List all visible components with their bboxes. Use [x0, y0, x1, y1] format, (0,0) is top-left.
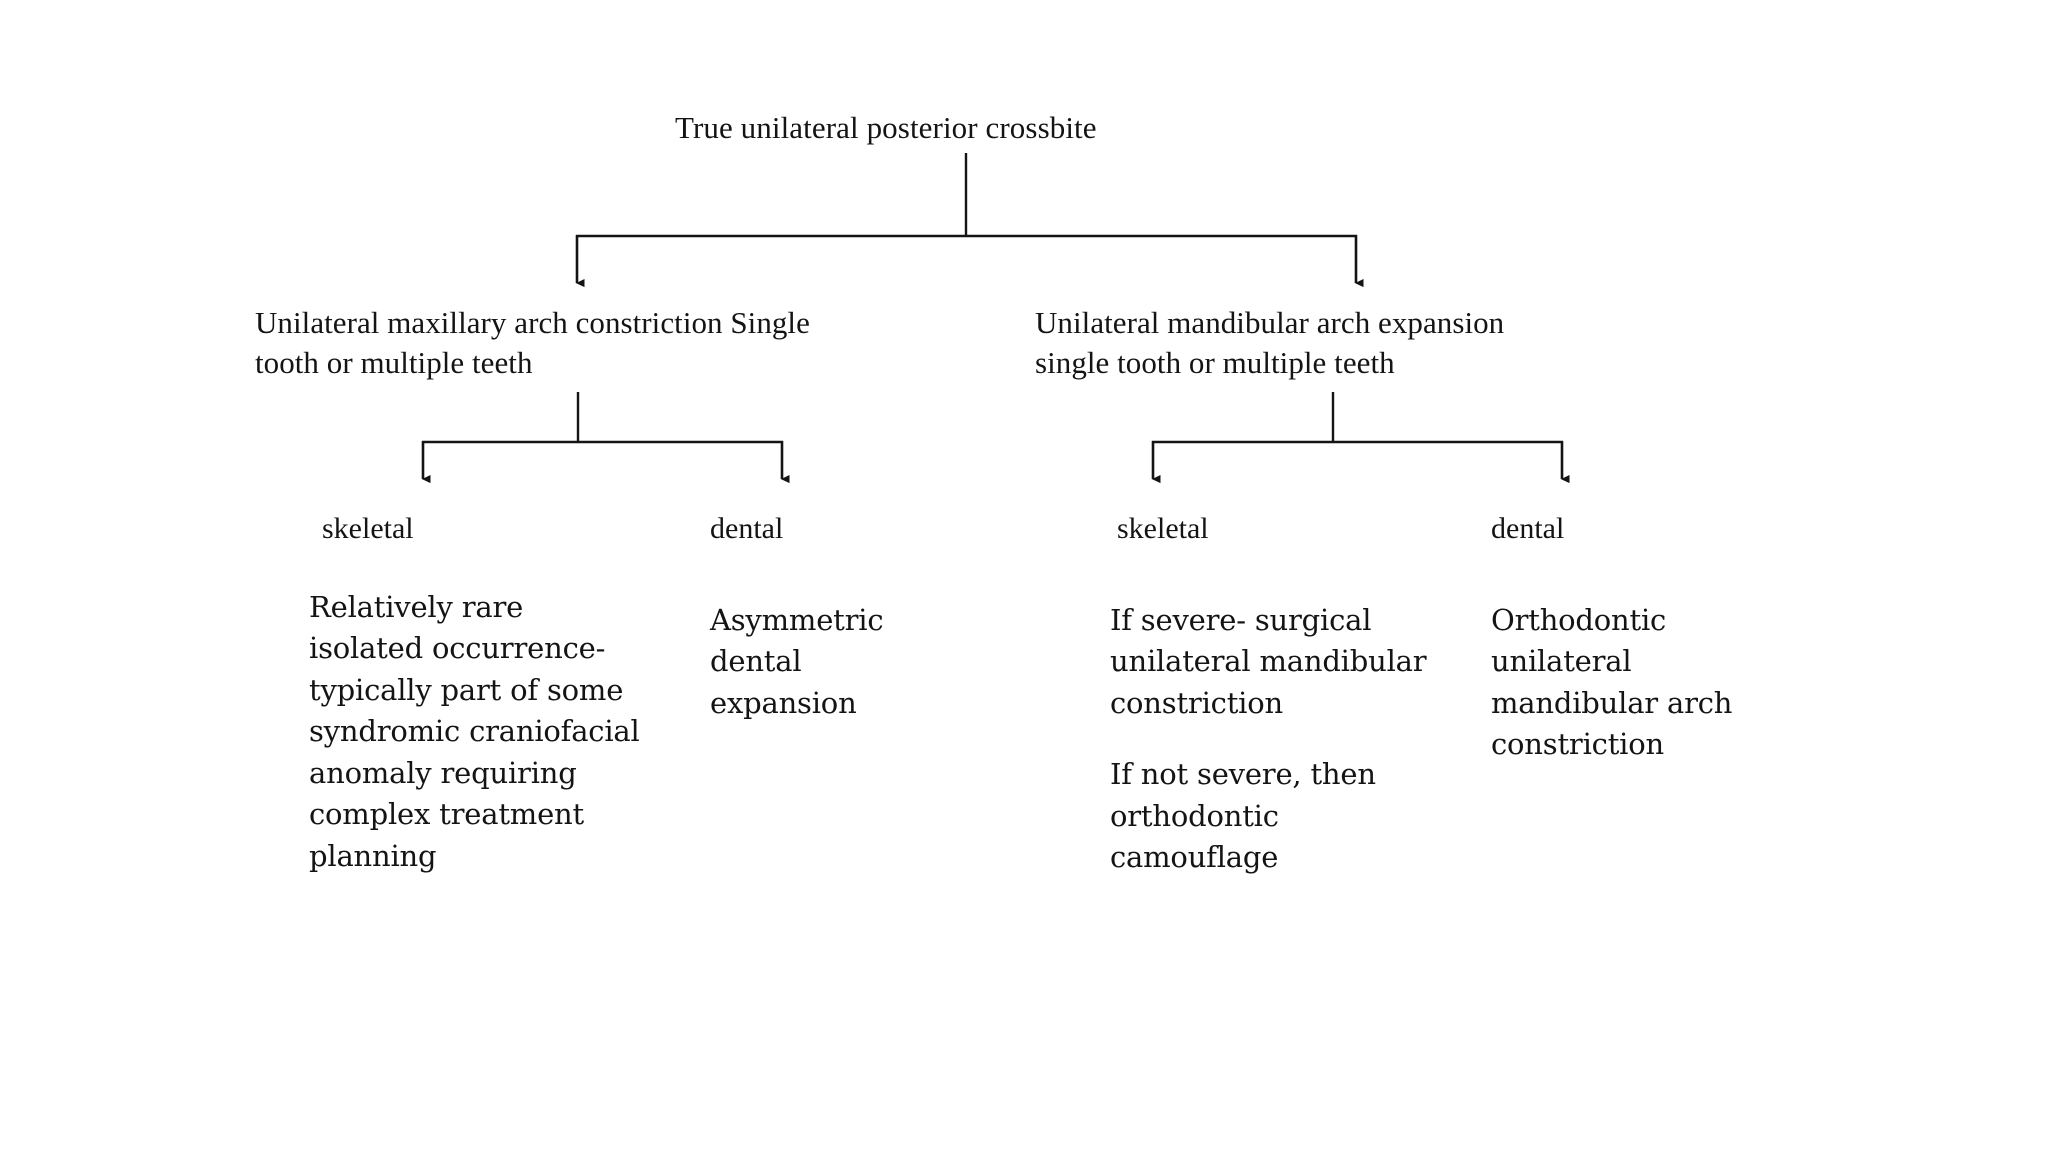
node-category-mandibular-dental-label: dental: [1491, 512, 1565, 545]
node-branch-maxillary-line-2: tooth or multiple teeth: [255, 345, 533, 381]
node-branch-maxillary-line-1: Unilateral maxillary arch constriction S…: [255, 305, 810, 340]
leaf-detail-mandibular-dental-text: Orthodontic unilateral mandibular arch c…: [1491, 603, 1733, 762]
node-branch-mandibular-line-2: single tooth or multiple teeth: [1035, 345, 1395, 381]
node-branch-mandibular-line-1: Unilateral mandibular arch expansion: [1035, 305, 1505, 340]
leaf-detail-mandibular-skeletal-text: If severe- surgical unilateral mandibula…: [1110, 603, 1427, 720]
node-branch-mandibular: Unilateral mandibular arch expansion sin…: [1035, 303, 1655, 384]
leaf-detail-mandibular-skeletal: If severe- surgical unilateral mandibula…: [1110, 600, 1430, 879]
node-category-mandibular-skeletal: skeletal: [1117, 510, 1209, 548]
node-category-mandibular-dental: dental: [1491, 510, 1564, 548]
node-category-maxillary-skeletal: skeletal: [322, 510, 414, 548]
leaf-detail-maxillary-dental-text: Asymmetric dental expansion: [710, 603, 884, 720]
node-category-maxillary-skeletal-label: skeletal: [322, 512, 414, 545]
leaf-detail-maxillary-skeletal-text: Relatively rare isolated occurrence-typi…: [309, 590, 640, 873]
leaf-detail-mandibular-dental: Orthodontic unilateral mandibular arch c…: [1491, 600, 1776, 766]
node-root-label: True unilateral posterior crossbite: [675, 110, 1097, 145]
leaf-detail-mandibular-skeletal-text-secondary: If not severe, then orthodontic camoufla…: [1110, 757, 1376, 875]
node-branch-maxillary: Unilateral maxillary arch constriction S…: [255, 303, 985, 384]
leaf-detail-maxillary-dental: Asymmetric dental expansion: [710, 600, 925, 724]
node-root-true-unilateral-posterior-crossbite: True unilateral posterior crossbite: [675, 108, 1097, 148]
leaf-detail-maxillary-skeletal: Relatively rare isolated occurrence-typi…: [309, 587, 644, 877]
node-category-maxillary-dental: dental: [710, 510, 783, 548]
node-category-mandibular-skeletal-label: skeletal: [1117, 512, 1209, 545]
node-category-maxillary-dental-label: dental: [710, 512, 784, 545]
